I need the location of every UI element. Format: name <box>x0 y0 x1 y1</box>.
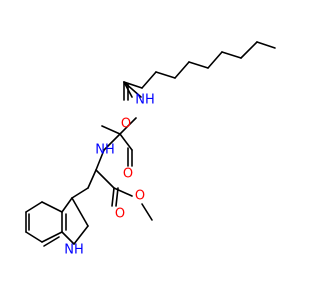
atom-n-amide1: NH <box>135 93 155 108</box>
molecule-structure: O NH NH O O O NH <box>25 41 276 258</box>
atom-o-ester-carbonyl: O <box>115 207 125 222</box>
tryptophan-backbone <box>87 149 153 221</box>
indole-ring <box>25 187 89 247</box>
atom-n-amide2: NH <box>95 143 115 158</box>
decanoyl-chain <box>123 41 276 89</box>
atom-o-amide1: O <box>121 117 131 132</box>
alanine-unit <box>101 117 137 167</box>
atom-o-ester-ether: O <box>135 189 145 204</box>
amide-group-1 <box>123 81 142 101</box>
atom-labels: O NH NH O O O NH <box>64 93 155 258</box>
atom-o-amide2: O <box>123 167 133 182</box>
atom-n-indole: NH <box>64 243 84 258</box>
